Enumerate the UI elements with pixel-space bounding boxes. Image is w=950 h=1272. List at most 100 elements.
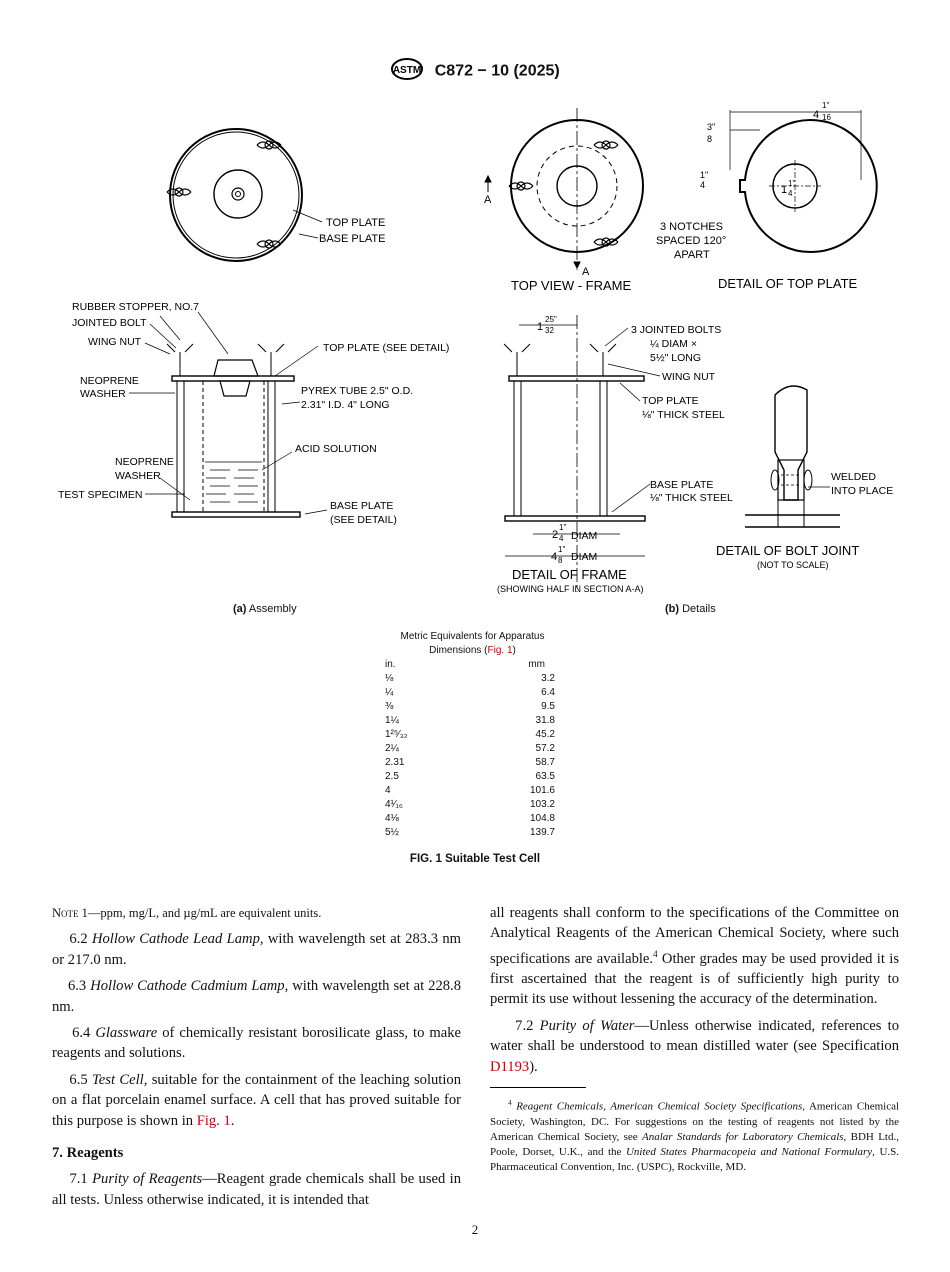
note-1: Note 1—ppm, mg/L, and µg/mL are equivale… (52, 906, 322, 920)
page-header: ASTM C872 − 10 (2025) (0, 58, 950, 85)
dim-4-1-8: 4 (551, 551, 557, 563)
document-title: C872 − 10 (2025) (434, 62, 560, 80)
caption-b: (b) Details (665, 603, 716, 615)
label-detail-frame-sub: (SHOWING HALF IN SECTION A-A) (497, 584, 644, 594)
svg-text:8: 8 (707, 134, 712, 144)
metric-equivalents-table: Metric Equivalents for Apparatus Dimensi… (385, 630, 560, 840)
label-neoprene2-2: WASHER (115, 470, 161, 482)
cell-mm: 31.8 (535, 715, 555, 726)
astm-logo-icon: ASTM (390, 58, 424, 85)
table-row: ¼ 6.4 (385, 686, 555, 700)
label-detail-frame: DETAIL OF FRAME (512, 567, 627, 582)
caption-a: (a) Assembly (233, 603, 297, 615)
table-row: 1²⁵⁄₃₂ 45.2 (385, 728, 555, 742)
cell-mm: 103.2 (529, 799, 555, 810)
label-pyrex-1: PYREX TUBE 2.5" O.D. (301, 385, 413, 397)
svg-text:25": 25" (545, 315, 557, 324)
section-7-heading: 7. Reagents (52, 1145, 124, 1162)
svg-text:1": 1" (788, 179, 795, 188)
footnote-rule (490, 1087, 586, 1089)
label-jointed-bolt: JOINTED BOLT (72, 317, 147, 329)
para-6-4: 6.4 Glassware of chemically resistant bo… (52, 1025, 462, 1062)
label-wing-nut-2: WING NUT (662, 371, 716, 383)
dim-diam-1: DIAM (571, 530, 597, 542)
svg-text:1": 1" (700, 170, 708, 180)
cell-in: 4⅛ (385, 813, 399, 824)
svg-text:1": 1" (559, 523, 566, 532)
svg-text:4: 4 (559, 534, 564, 543)
table-row: 4⅛ 104.8 (385, 812, 555, 826)
label-detail-bolt-sub: (NOT TO SCALE) (757, 560, 829, 570)
table-row: 2.31 58.7 (385, 756, 555, 770)
dim-1-25-32: 1 (537, 321, 543, 333)
label-a-bottom: A (582, 266, 590, 278)
label-neoprene-2: WASHER (80, 388, 126, 400)
table-row: 4¹⁄₁₆ 103.2 (385, 798, 555, 812)
label-notches-1: 3 NOTCHES (660, 221, 723, 233)
svg-text:8: 8 (558, 556, 563, 565)
para-7-1: 7.1 Purity of Reagents—Reagent grade che… (52, 1171, 462, 1208)
cell-in: 4¹⁄₁₆ (385, 799, 403, 810)
label-notches-2: SPACED 120° (656, 235, 726, 247)
svg-text:4: 4 (700, 180, 705, 190)
svg-text:32: 32 (545, 326, 554, 335)
cell-mm: 104.8 (529, 813, 555, 824)
cell-mm: 58.7 (535, 757, 555, 768)
cell-mm: 139.7 (529, 827, 555, 838)
label-rubber-stopper: RUBBER STOPPER, NO.7 (72, 301, 199, 313)
label-detail-bolt: DETAIL OF BOLT JOINT (716, 543, 859, 558)
label-base-plate-see-2: (SEE DETAIL) (330, 514, 397, 526)
fig-1-link-text[interactable]: Fig. 1 (196, 1112, 231, 1129)
cell-in: ⅛ (385, 673, 394, 684)
svg-text:4: 4 (788, 189, 793, 198)
para-7-1-cont: all reagents shall conform to the specif… (490, 905, 899, 1008)
label-welded-1: WELDED (831, 471, 876, 483)
cell-mm: 63.5 (535, 771, 555, 782)
cell-in: 2.31 (385, 757, 405, 768)
d1193-link[interactable]: D1193 (490, 1058, 530, 1075)
cell-in: 1²⁵⁄₃₂ (385, 729, 408, 740)
cell-mm: 6.4 (541, 687, 555, 698)
label-acid-solution: ACID SOLUTION (295, 443, 377, 455)
figure-caption: FIG. 1 Suitable Test Cell (409, 853, 541, 865)
label-top-view: TOP VIEW - FRAME (511, 278, 631, 293)
label-a-left: A (484, 194, 492, 206)
label-base-plate: BASE PLATE (319, 233, 385, 245)
label-wing-nut: WING NUT (88, 336, 142, 348)
cell-in: 2.5 (385, 771, 399, 782)
dim-2-1-4: 2 (552, 529, 558, 541)
label-base-plate-steel-2: ⅛" THICK STEEL (650, 492, 733, 504)
label-notches-3: APART (674, 249, 710, 261)
table-title-2: Dimensions (Fig. 1) (429, 645, 516, 656)
dim-diam-2: DIAM (571, 551, 597, 563)
cell-in: 5½ (385, 827, 399, 838)
col-mm-header: mm (528, 659, 545, 670)
left-column: Note 1—ppm, mg/L, and µg/mL are equivale… (52, 903, 461, 1216)
cell-mm: 9.5 (541, 701, 555, 712)
table-row: 5½ 139.7 (385, 826, 555, 840)
dim-1-1-4: 1 (781, 184, 787, 196)
label-bolts-2: ¼ DIAM × (650, 338, 697, 350)
cell-in: ¼ (385, 687, 394, 698)
svg-text:1": 1" (822, 101, 829, 110)
fig-1-link[interactable]: Fig. 1 (487, 645, 513, 656)
label-base-plate-see-1: BASE PLATE (330, 500, 393, 512)
label-pyrex-2: 2.31" I.D. 4" LONG (301, 399, 390, 411)
cell-mm: 101.6 (529, 785, 555, 796)
label-base-plate-steel-1: BASE PLATE (650, 479, 713, 491)
label-test-specimen: TEST SPECIMEN (58, 489, 142, 501)
right-column: all reagents shall conform to the specif… (490, 903, 899, 1175)
svg-text:ASTM: ASTM (393, 65, 421, 76)
table-row: 2.5 63.5 (385, 770, 555, 784)
cell-mm: 45.2 (535, 729, 555, 740)
para-7-2: 7.2 Purity of Water—Unless otherwise ind… (490, 1017, 900, 1075)
label-top-plate-steel-1: TOP PLATE (642, 395, 699, 407)
dim-4-1-16: 4 (813, 109, 819, 121)
para-6-2: 6.2 Hollow Cathode Lead Lamp, with wavel… (52, 931, 462, 968)
cell-mm: 57.2 (535, 743, 555, 754)
